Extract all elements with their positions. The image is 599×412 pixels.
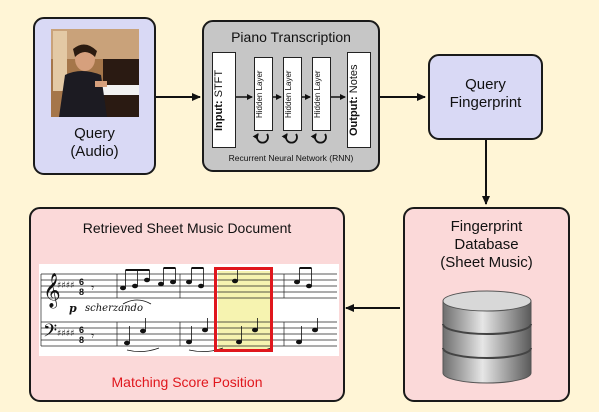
query-fingerprint-line1: Query <box>465 76 506 93</box>
svg-text:𝄢: 𝄢 <box>43 321 57 346</box>
svg-text:6: 6 <box>79 325 84 335</box>
query-fingerprint-line2: Fingerprint <box>449 94 522 111</box>
input-layer: Input: STFT <box>212 52 236 148</box>
svg-text:𝄾: 𝄾 <box>91 281 94 295</box>
query-audio-box: Query (Audio) <box>33 17 156 175</box>
rnn-box: Piano Transcription Input: STFT Hidden L… <box>202 20 380 172</box>
svg-text:𝄾: 𝄾 <box>91 329 94 343</box>
rnn-caption: Recurrent Neural Network (RNN) <box>228 153 354 163</box>
svg-text:♯♯♯♯: ♯♯♯♯ <box>57 281 74 291</box>
retrieved-document-box: Retrieved Sheet Music Document 𝄞 <box>29 207 345 402</box>
hidden-layer-3: Hidden Layer <box>312 57 331 131</box>
matching-score-caption: Matching Score Position <box>111 374 263 390</box>
database-line1: Fingerprint <box>450 218 523 235</box>
svg-text:8: 8 <box>79 335 84 345</box>
score-dynamic: p <box>69 302 77 315</box>
matching-position-highlight <box>214 267 273 352</box>
svg-text:8: 8 <box>79 287 84 297</box>
pianist-photo <box>51 29 139 117</box>
query-audio-line1: Query <box>74 125 115 142</box>
output-layer: Output: Notes <box>347 52 371 148</box>
rnn-connections <box>236 94 346 144</box>
svg-text:6: 6 <box>79 277 84 287</box>
database-box: Fingerprint Database (Sheet Music) <box>403 207 570 402</box>
svg-text:♯♯♯♯: ♯♯♯♯ <box>57 329 74 339</box>
svg-text:𝄞: 𝄞 <box>43 273 61 309</box>
score-staves: 𝄞 𝄢 ♯♯♯♯ ♯♯♯♯ 6 8 6 8 𝄾 𝄾 <box>40 267 337 352</box>
hidden-layer-2: Hidden Layer <box>283 57 302 131</box>
database-line3: (Sheet Music) <box>440 254 533 271</box>
score-expression: scherzando <box>85 303 143 314</box>
database-icon <box>442 290 532 384</box>
database-line2: Database <box>454 236 519 253</box>
rnn-title: Piano Transcription <box>231 29 351 45</box>
sheet-music-excerpt: 𝄞 𝄢 ♯♯♯♯ ♯♯♯♯ 6 8 6 8 𝄾 𝄾 <box>39 264 339 356</box>
query-audio-line2: (Audio) <box>70 143 119 160</box>
recurrent-loop-icons <box>252 133 327 144</box>
hidden-layer-1: Hidden Layer <box>254 57 273 131</box>
query-fingerprint-box: Query Fingerprint <box>428 54 543 140</box>
retrieved-title: Retrieved Sheet Music Document <box>82 220 292 236</box>
